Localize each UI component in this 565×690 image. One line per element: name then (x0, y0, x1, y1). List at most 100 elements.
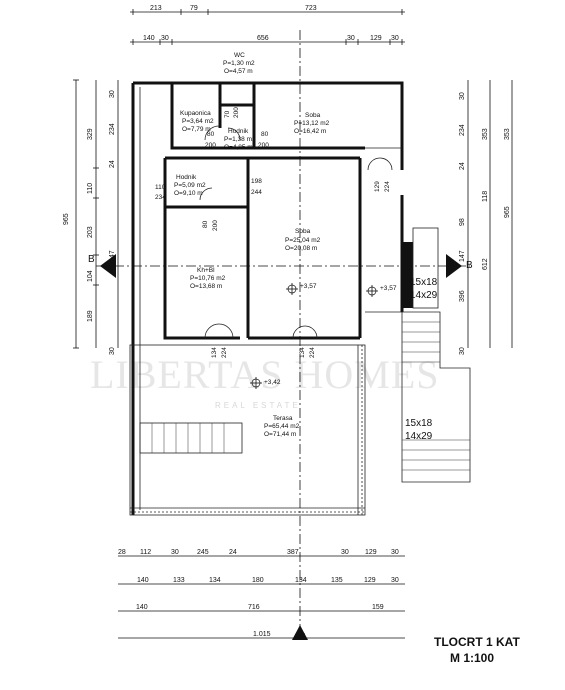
dim-bottom-30a: 30 (171, 549, 179, 556)
door-labels: 70 200 80 200 80 200 200 80 198 244 110 … (155, 107, 391, 358)
dim-right-147: 147 (459, 250, 466, 262)
dim-bottom-716: 716 (248, 604, 260, 611)
dim-right-24: 24 (459, 162, 466, 170)
dim-bottom-134b: 134 (295, 577, 307, 584)
door-label-244: 244 (251, 189, 262, 196)
level-label-2: +3,57 (380, 285, 397, 292)
dim-bottom-180: 180 (252, 577, 264, 584)
bottom-dimensions: 28 112 30 245 24 387 30 129 30 140 133 1… (118, 549, 405, 639)
watermark: LIBERTAS HOMES REAL ESTATE (90, 352, 439, 410)
door-label-234: 234 (155, 194, 166, 201)
dim-top-213: 213 (150, 5, 162, 12)
stair-terrace (139, 422, 243, 454)
section-axes (96, 30, 470, 640)
dim-top-129: 129 (370, 35, 382, 42)
level-markers: +3,57 +3,57 +3,42 (250, 283, 397, 389)
terrace-railing (130, 345, 365, 515)
section-mark-a-label: A (297, 633, 308, 640)
dim-bottom-140b: 140 (136, 604, 148, 611)
dim-left-24: 24 (109, 160, 116, 168)
section-mark-b-right: B (446, 254, 473, 278)
room-soba-upper-perimeter: O=16,42 m (294, 128, 326, 135)
door-label-224c: 224 (384, 181, 391, 192)
level-label-3: +3,42 (264, 379, 281, 386)
room-hodnik-upper-area: P=1,38 m2 (224, 136, 256, 143)
right-dimensions: 30 234 24 98 147 396 30 353 118 612 353 … (459, 80, 513, 355)
dim-bottom-245: 245 (197, 549, 209, 556)
room-wc: WC P=1,30 m2 O=4,57 m (223, 52, 255, 75)
stair-flight-dark (402, 242, 413, 308)
room-kupaonica-name: Kupaonica (180, 110, 211, 117)
room-soba-large-perimeter: O=20,08 m (285, 245, 317, 252)
door-label-80a: 80 (207, 131, 215, 138)
dim-right-353b: 353 (504, 128, 511, 140)
stair-upper-rise: 14x29 (410, 290, 438, 301)
dim-left-110: 110 (87, 183, 94, 194)
door-label-129: 129 (374, 181, 381, 192)
stair-upper-size: 15x18 (410, 277, 438, 288)
left-dimensions: 965 329 110 203 104 189 30 234 24 147 30 (63, 79, 119, 355)
dim-left-104: 104 (87, 270, 94, 282)
dim-right-30b: 30 (459, 347, 466, 355)
dim-top-656: 656 (257, 35, 269, 42)
room-soba-large: Soba P=25,04 m2 O=20,08 m (285, 228, 321, 252)
room-hodnik-upper: Hodnik P=1,38 m2 O=4,85 m (224, 128, 256, 151)
door-label-200c: 200 (258, 142, 269, 149)
stair-lower: 15x18 14x29 (401, 311, 471, 483)
room-wc-name: WC (234, 52, 245, 59)
room-kh-bl-name: Kh+Bl (197, 267, 215, 274)
room-kh-bl-area: P=10,76 m2 (190, 275, 226, 282)
section-mark-b-left: B (88, 254, 116, 278)
dim-bottom-129b: 129 (364, 577, 376, 584)
stair-upper: 15x18 14x29 (402, 227, 439, 309)
stair-lower-rise: 14x29 (405, 431, 433, 442)
dim-bottom-387: 387 (287, 549, 299, 556)
dim-bottom-30c: 30 (391, 549, 399, 556)
door-label-200d: 200 (212, 220, 219, 231)
door-swings (199, 125, 393, 339)
door-label-134b: 134 (299, 347, 306, 358)
top-dimensions: 213 79 723 140 30 656 30 129 30 (130, 5, 405, 45)
section-mark-a: A (292, 625, 308, 640)
dim-bottom-112: 112 (140, 549, 151, 556)
dim-bottom-135: 135 (331, 577, 343, 584)
dim-bottom-140a: 140 (137, 577, 149, 584)
dim-top-30a: 30 (161, 35, 169, 42)
section-mark-b-left-label: B (88, 254, 95, 265)
room-hodnik-lower: Hodnik P=5,09 m2 O=9,10 m (174, 174, 206, 197)
title-block: TLOCRT 1 KAT M 1:100 (434, 635, 520, 665)
door-label-134a: 134 (211, 347, 218, 358)
dim-left-203: 203 (87, 226, 94, 238)
section-mark-b-right-label: B (466, 260, 473, 271)
room-hodnik-lower-area: P=5,09 m2 (174, 182, 206, 189)
dim-bottom-1015: 1.015 (253, 631, 271, 638)
room-terasa-name: Terasa (273, 415, 293, 422)
dim-left-147: 147 (109, 250, 116, 262)
door-label-80c: 80 (202, 220, 209, 228)
door-label-198: 198 (251, 178, 262, 185)
dim-left-30: 30 (109, 90, 116, 98)
dim-left-234: 234 (109, 123, 116, 135)
dim-right-965: 965 (504, 206, 511, 218)
dim-right-118: 118 (482, 191, 489, 202)
stair-lower-size: 15x18 (405, 418, 433, 429)
level-label-1: +3,57 (300, 283, 317, 290)
door-label-224b: 224 (309, 347, 316, 358)
dim-right-234: 234 (459, 124, 466, 136)
room-wc-area: P=1,30 m2 (223, 60, 255, 67)
door-label-200b: 200 (205, 142, 216, 149)
dim-bottom-133: 133 (173, 577, 185, 584)
room-kupaonica: Kupaonica P=3,64 m2 O=7,79 m (180, 110, 214, 133)
room-kupaonica-area: P=3,64 m2 (182, 118, 214, 125)
dim-top-79: 79 (190, 5, 198, 12)
room-soba-upper-area: P=13,12 m2 (294, 120, 330, 127)
dim-bottom-129a: 129 (365, 549, 377, 556)
door-label-70: 70 (224, 110, 231, 118)
dim-left-965: 965 (63, 213, 70, 225)
room-terasa-area: P=65,44 m2 (264, 423, 300, 430)
dim-left-30b: 30 (109, 347, 116, 355)
room-labels: WC P=1,30 m2 O=4,57 m Kupaonica P=3,64 m… (174, 52, 330, 438)
dim-left-189: 189 (87, 310, 94, 322)
room-hodnik-upper-perimeter: O=4,85 m (224, 144, 253, 151)
